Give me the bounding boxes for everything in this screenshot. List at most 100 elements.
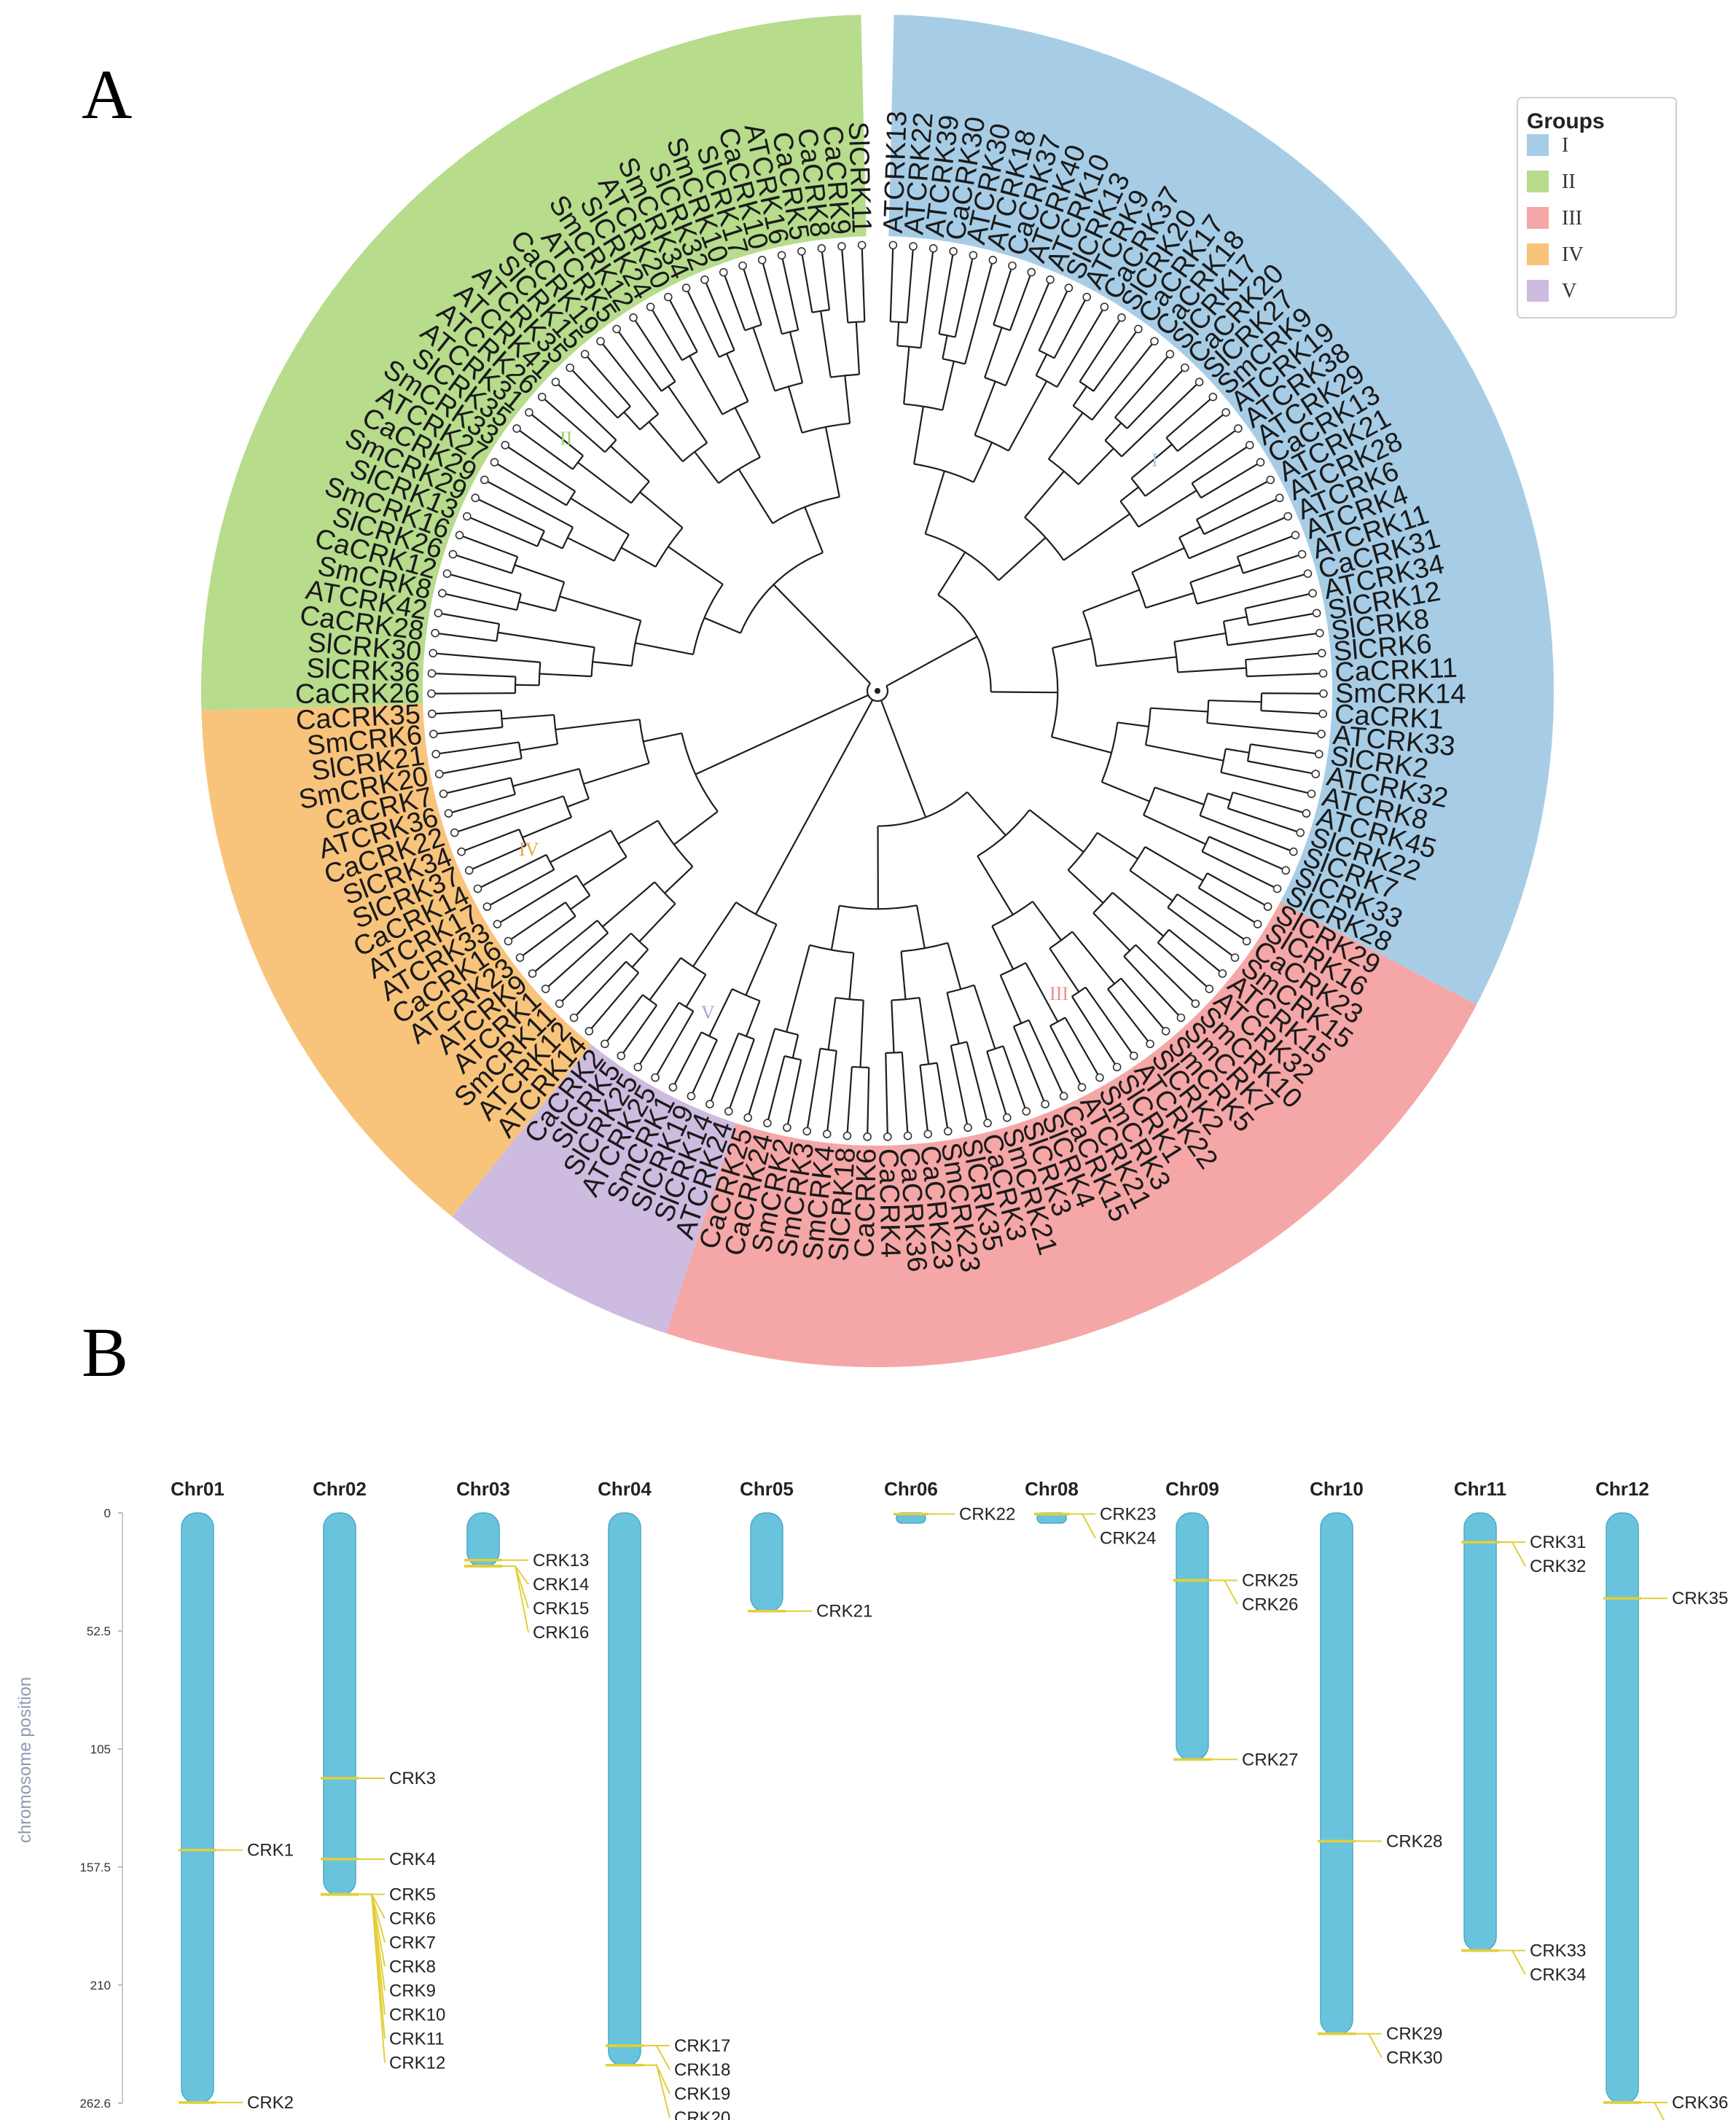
tree-branch: [741, 265, 762, 325]
tree-branch: [993, 265, 1014, 325]
tree-branch: [1168, 928, 1224, 974]
tree-arc: [1227, 791, 1234, 809]
gene-label: CRK2: [247, 2093, 294, 2113]
tree-branch: [1067, 869, 1104, 904]
tree-branch: [620, 547, 657, 568]
gene-connector: [1356, 2033, 1383, 2059]
leaf-tip: [438, 589, 447, 598]
tree-arc: [937, 594, 992, 692]
gene-label: CRK35: [1672, 1589, 1728, 1608]
tree-branch: [459, 534, 518, 558]
tree-arc: [496, 623, 501, 641]
tree-branch: [846, 1066, 853, 1136]
chromosome-title: Chr12: [1595, 1478, 1649, 1500]
leaf-tip: [1008, 261, 1017, 270]
tree-branch: [648, 421, 684, 462]
tree-branch: [643, 732, 682, 743]
gene-label: CRK15: [533, 1599, 589, 1619]
tree-branch: [1145, 592, 1195, 609]
gene-label: CRK37: [1672, 2117, 1728, 2120]
leaf-tip: [528, 969, 537, 978]
group-marker-v: V: [701, 1002, 715, 1023]
leaf-tip: [584, 1027, 594, 1036]
tree-arc: [639, 413, 659, 431]
tree-branch: [633, 317, 676, 383]
tree-arc: [977, 809, 1031, 857]
tree-branch: [550, 829, 611, 864]
tree-branch: [773, 584, 872, 684]
gene-label: CRK26: [1242, 1595, 1298, 1615]
leaf-tip: [504, 936, 513, 946]
leaf-tip: [700, 275, 709, 284]
leaf-tip: [464, 866, 474, 875]
chromosome-body: [608, 1512, 641, 2067]
tree-branch: [692, 901, 737, 967]
tree-branch: [704, 617, 741, 634]
tree-branch: [493, 461, 567, 506]
leaf-tip: [515, 953, 525, 962]
leaf-label: ATCRK13: [878, 111, 913, 235]
tree-branch: [885, 1052, 888, 1137]
tree-arc: [563, 796, 573, 818]
tree-branch: [433, 652, 541, 663]
tree-branch: [667, 297, 698, 353]
tree-branch: [966, 791, 1006, 836]
leaf-tip: [1242, 936, 1251, 946]
chromosome-chr12: Chr12CRK35CRK36CRK37: [1595, 1478, 1728, 2120]
tree-branch: [1232, 791, 1307, 815]
tree-branch: [844, 375, 851, 424]
tree-branch: [1198, 887, 1259, 926]
group-sector-ring: [201, 15, 1554, 1367]
tree-branch: [1206, 872, 1269, 908]
tree-branch: [1002, 1046, 1028, 1112]
leaf-label: CaCRK6: [849, 1148, 882, 1258]
legend-swatch: [1527, 243, 1549, 265]
leaf-tip: [439, 789, 448, 799]
tree-branch: [616, 328, 662, 392]
tree-branch: [539, 673, 592, 678]
leaf-tip: [429, 730, 438, 738]
gene-label: CRK20: [674, 2108, 730, 2120]
tree-branch: [1009, 272, 1033, 331]
axis-tick-label: 52.5: [87, 1624, 111, 1638]
tree-branch: [512, 767, 580, 787]
tree-branch: [746, 1000, 761, 1037]
leaf-tip: [983, 1119, 992, 1127]
tree-branch: [453, 553, 512, 574]
tree-branch: [1107, 988, 1151, 1045]
axis-tick-label: 0: [104, 1506, 111, 1520]
tree-arc: [1013, 1019, 1030, 1028]
leaf-tip: [1134, 324, 1143, 334]
tree-branch: [1223, 616, 1248, 622]
tree-branch: [859, 1000, 864, 1068]
leaf-tip: [1041, 1100, 1049, 1108]
tree-root-arc: [866, 683, 889, 703]
tree-branch: [1052, 637, 1092, 649]
chromosome-body: [181, 1512, 214, 2104]
tree-branch: [977, 856, 1014, 915]
tree-branch: [477, 853, 547, 890]
leaf-tip: [1266, 475, 1275, 485]
tree-branch: [501, 713, 555, 720]
gene-connector: [644, 2064, 670, 2119]
chromosome-title: Chr10: [1310, 1478, 1364, 1500]
tree-branch: [496, 875, 577, 926]
tree-branch: [998, 536, 1047, 582]
tree-branch: [623, 411, 641, 431]
gene-label: CRK5: [389, 1885, 436, 1904]
leaf-tip: [1218, 969, 1227, 978]
tree-branch: [507, 901, 566, 942]
chromosome-title: Chr02: [313, 1478, 367, 1500]
gene-connector: [1069, 1513, 1096, 1539]
tree-branch: [1049, 947, 1080, 993]
tree-arc: [1129, 846, 1146, 872]
tree-branch: [1038, 287, 1070, 351]
tree-branch: [442, 592, 517, 611]
tree-branch: [1178, 667, 1247, 673]
gene-connector: [1499, 1541, 1526, 1567]
legend-swatch: [1527, 171, 1549, 192]
leaf-tip: [783, 1123, 791, 1133]
